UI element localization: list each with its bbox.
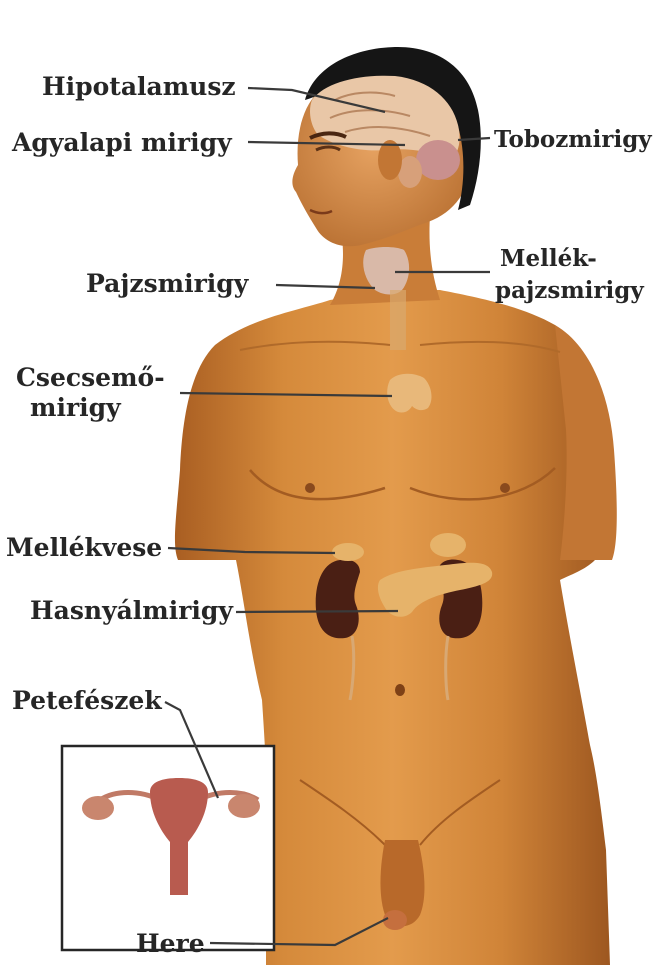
label-thyroid: Pajzsmirigy — [86, 269, 250, 298]
label-hypothalamus: Hipotalamusz — [42, 72, 236, 101]
ovary-right — [228, 794, 260, 818]
label-parathyroid-line2: pajzsmirigy — [495, 277, 644, 304]
ovary-left — [82, 796, 114, 820]
testis — [383, 910, 407, 930]
navel — [395, 684, 405, 696]
label-parathyroid-line1: Mellék- — [500, 245, 597, 272]
label-pancreas: Hasnyálmirigy — [30, 596, 234, 625]
label-testis: Here — [136, 929, 205, 958]
adrenal-right — [430, 533, 466, 557]
label-thymus-line1: Csecsemő- — [16, 363, 165, 392]
inset-frame — [62, 746, 274, 950]
nipple-left — [305, 483, 315, 493]
trachea — [390, 290, 406, 350]
pineal-gland — [416, 140, 460, 180]
ovary-inset — [62, 746, 274, 950]
label-thymus-line2: mirigy — [30, 393, 122, 422]
thymus-gland — [387, 374, 431, 413]
adrenal-left — [332, 543, 364, 561]
label-pineal: Tobozmirigy — [494, 126, 652, 153]
label-adrenal: Mellékvese — [6, 533, 162, 562]
leader-pancreas — [236, 611, 398, 612]
ear — [378, 140, 402, 180]
nipple-right — [500, 483, 510, 493]
label-ovary: Petefészek — [12, 686, 162, 715]
label-pituitary: Agyalapi mirigy — [11, 128, 233, 157]
